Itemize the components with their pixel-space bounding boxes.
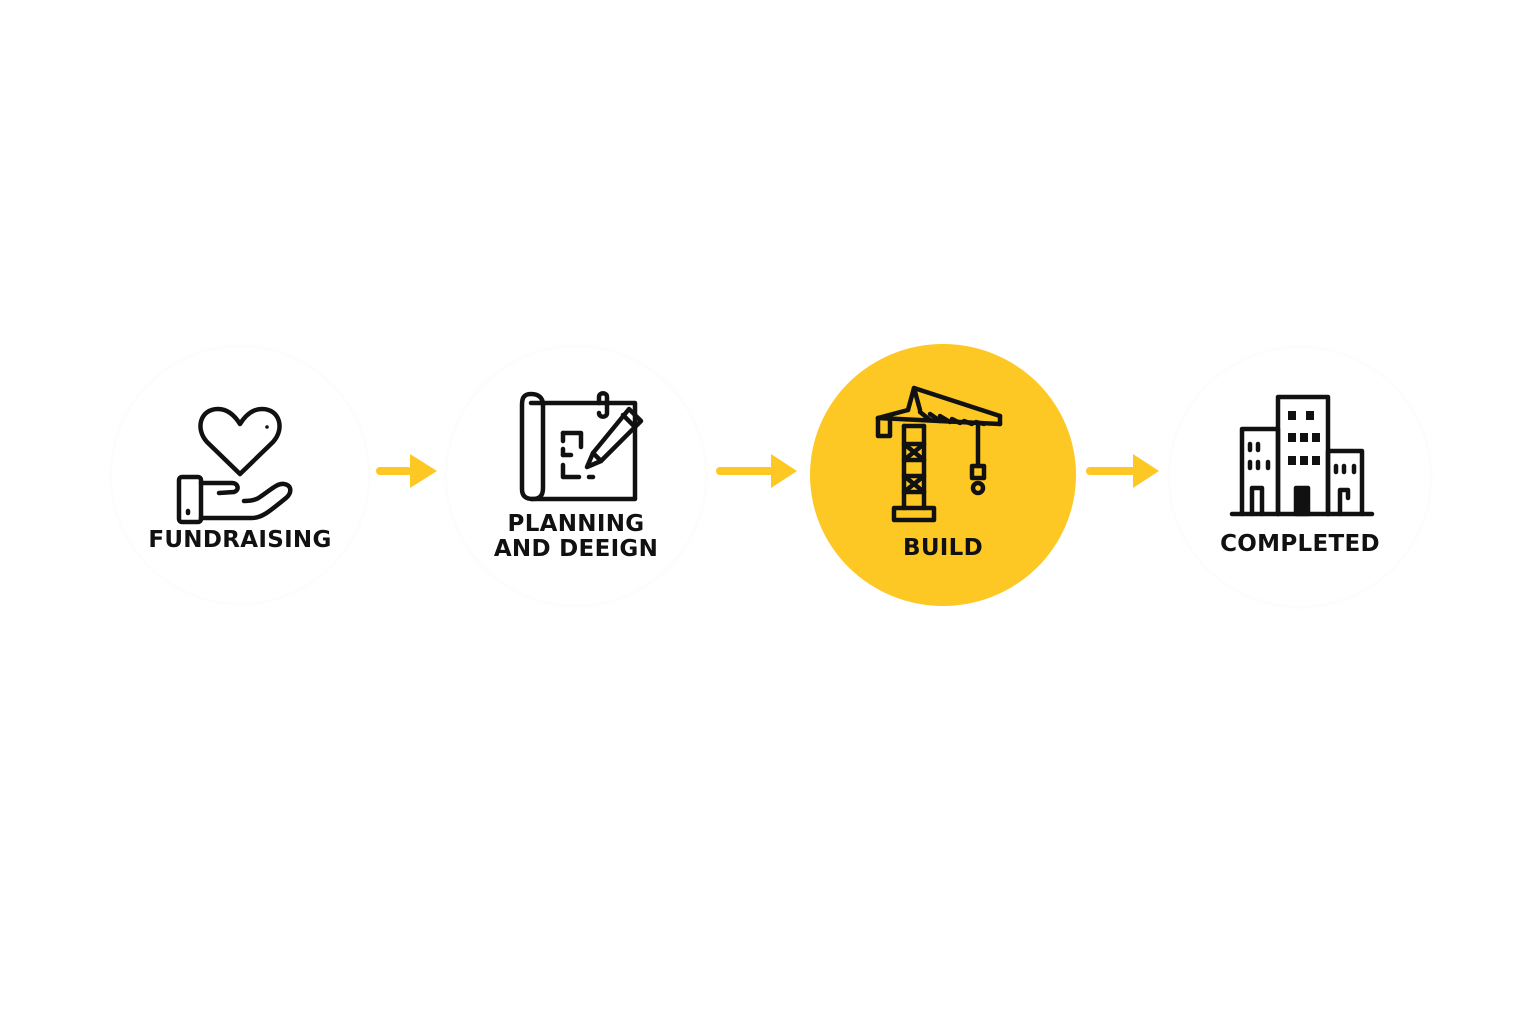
step-label: PLANNING AND DEEIGN	[447, 512, 705, 562]
step-label: COMPLETED	[1220, 531, 1380, 557]
step-label: BUILD	[902, 535, 983, 561]
blueprint-pencil-icon	[519, 391, 644, 502]
step-label-line-1: PLANNING	[507, 511, 645, 537]
arrow-right-icon	[716, 454, 797, 488]
step-label-line-2: AND DEEIGN	[493, 536, 659, 562]
crane-icon	[875, 385, 1003, 523]
arrow-right-icon	[376, 454, 437, 488]
step-build: BUILD	[810, 344, 1076, 606]
step-label: FUNDRAISING	[148, 527, 332, 553]
buildings-icon	[1229, 394, 1375, 517]
step-planning-and-design: PLANNING AND DEEIGN	[447, 347, 705, 605]
heart-hand-icon	[176, 406, 293, 525]
step-fundraising: FUNDRAISING	[112, 347, 368, 603]
arrow-right-icon	[1086, 454, 1159, 488]
step-completed: COMPLETED	[1170, 348, 1430, 606]
